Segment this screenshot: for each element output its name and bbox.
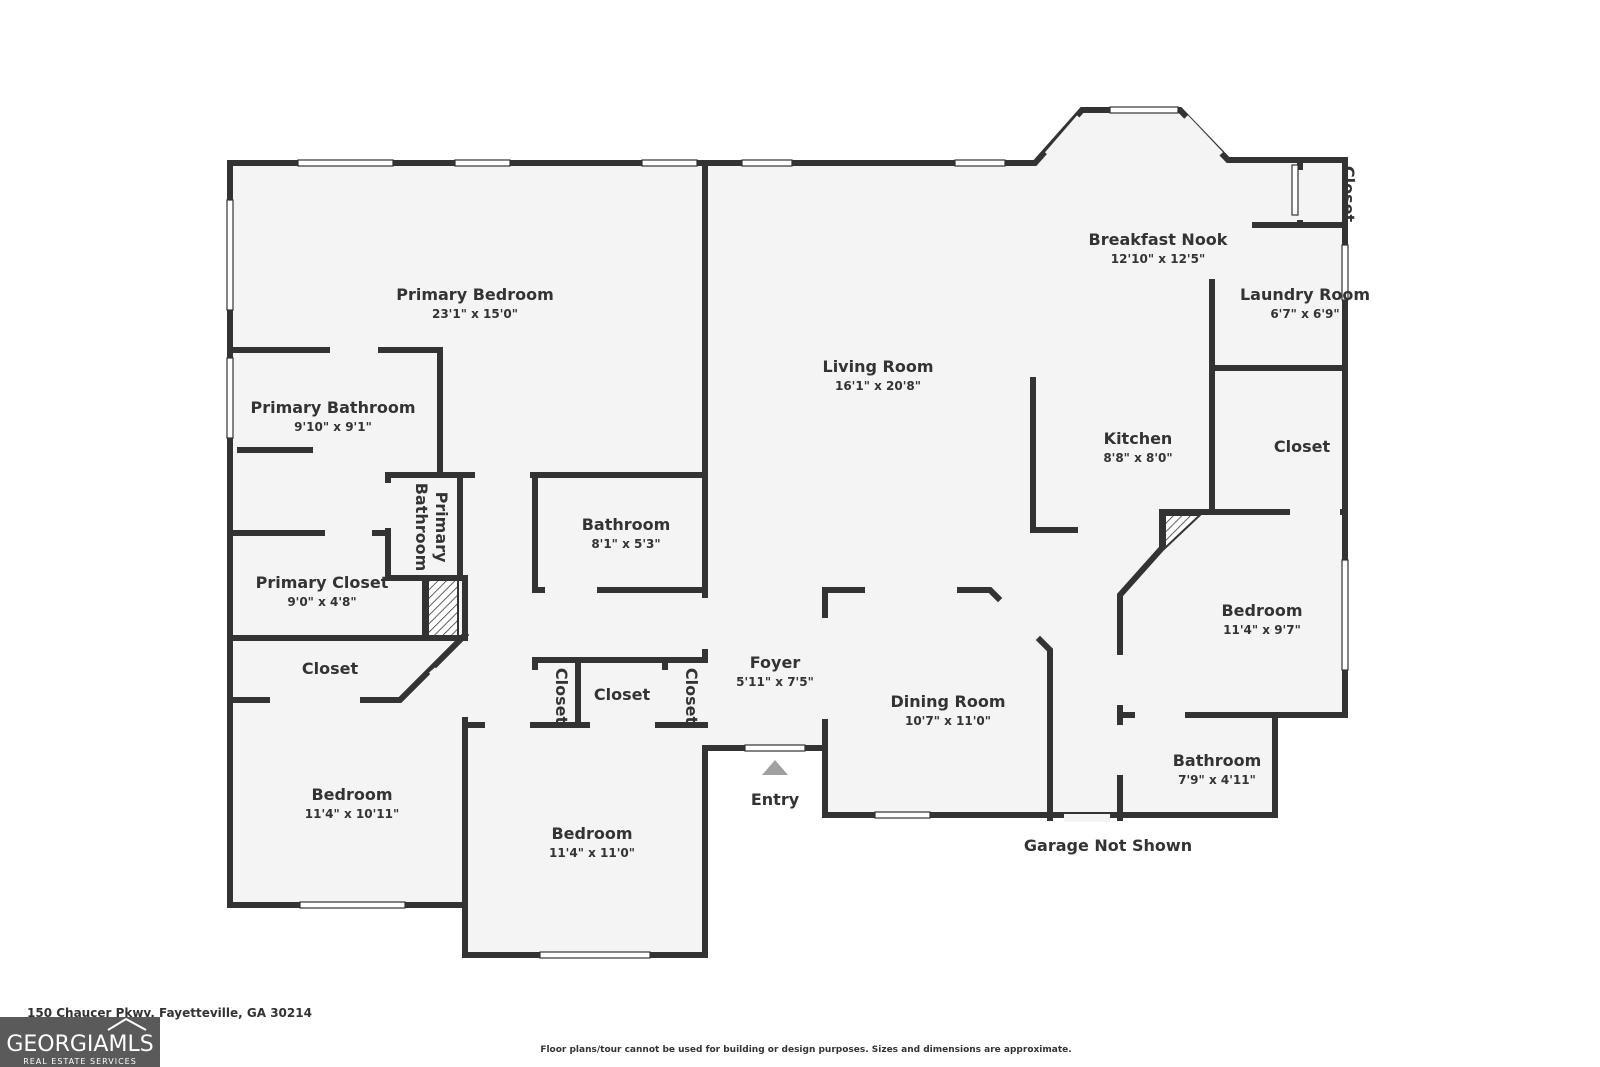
- garage-note: Garage Not Shown: [1024, 836, 1192, 855]
- room-name-primary-closet: Primary Closet: [256, 573, 389, 592]
- closet-center-label: Closet: [594, 685, 651, 704]
- room-labels: Primary Bedroom 23'1" x 15'0" Living Roo…: [250, 230, 1370, 860]
- closet-ne-label: Closet: [1339, 166, 1358, 223]
- logo-tagline-text: REAL ESTATE SERVICES: [23, 1057, 137, 1066]
- room-dim-foyer: 5'11" x 7'5": [736, 675, 814, 689]
- chase-hatch-east: [1164, 514, 1203, 551]
- entry-arrow-icon: [762, 760, 788, 775]
- room-name-foyer: Foyer: [750, 653, 801, 672]
- room-name-laundry-room: Laundry Room: [1240, 285, 1370, 304]
- room-name-bedroom-s: Bedroom: [551, 824, 632, 843]
- room-name-living-room: Living Room: [823, 357, 934, 376]
- room-dim-primary-closet: 9'0" x 4'8": [287, 595, 356, 609]
- room-name-bedroom-east: Bedroom: [1221, 601, 1302, 620]
- room-dim-bedroom-sw: 11'4" x 10'11": [305, 807, 399, 821]
- room-dim-bedroom-east: 11'4" x 9'7": [1223, 623, 1301, 637]
- room-name-dining-room: Dining Room: [890, 692, 1005, 711]
- room-name-bedroom-sw: Bedroom: [311, 785, 392, 804]
- closet-west-label: Closet: [302, 659, 359, 678]
- room-dim-breakfast-nook: 12'10" x 12'5": [1111, 252, 1205, 266]
- room-name-bathroom-east: Bathroom: [1173, 751, 1262, 770]
- primary-bathroom-rot-line1: Primary: [432, 492, 451, 563]
- room-dim-primary-bathroom: 9'10" x 9'1": [294, 420, 372, 434]
- room-name-primary-bathroom: Primary Bathroom: [250, 398, 415, 417]
- room-dim-kitchen: 8'8" x 8'0": [1103, 451, 1172, 465]
- logo-brand-text: GEORGIAMLS: [6, 1032, 153, 1057]
- room-dim-bathroom-hall: 8'1" x 5'3": [591, 537, 660, 551]
- room-dim-primary-bedroom: 23'1" x 15'0": [432, 307, 518, 321]
- floor-area: [230, 110, 1345, 955]
- closet-small-right-label: Closet: [682, 668, 701, 725]
- georgia-mls-logo: GEORGIAMLS REAL ESTATE SERVICES: [0, 1017, 160, 1067]
- room-dim-dining-room: 10'7" x 11'0": [905, 714, 991, 728]
- closet-east-label: Closet: [1274, 437, 1331, 456]
- disclaimer-text: Floor plans/tour cannot be used for buil…: [540, 1045, 1071, 1055]
- chase-hatch-west: [427, 579, 459, 637]
- entry-label: Entry: [751, 790, 800, 809]
- room-dim-bathroom-east: 7'9" x 4'11": [1178, 773, 1256, 787]
- room-dim-laundry-room: 6'7" x 6'9": [1270, 307, 1339, 321]
- primary-bathroom-rot-line2: Bathroom: [412, 483, 431, 572]
- room-name-breakfast-nook: Breakfast Nook: [1089, 230, 1228, 249]
- room-name-bathroom-hall: Bathroom: [582, 515, 671, 534]
- address-text: 150 Chaucer Pkwy, Fayetteville, GA 30214: [27, 1006, 312, 1020]
- windows: [226, 106, 1349, 959]
- room-name-primary-bedroom: Primary Bedroom: [396, 285, 554, 304]
- room-name-kitchen: Kitchen: [1104, 429, 1173, 448]
- room-dim-bedroom-s: 11'4" x 11'0": [549, 846, 635, 860]
- room-dim-living-room: 16'1" x 20'8": [835, 379, 921, 393]
- closet-small-left-label: Closet: [552, 668, 571, 725]
